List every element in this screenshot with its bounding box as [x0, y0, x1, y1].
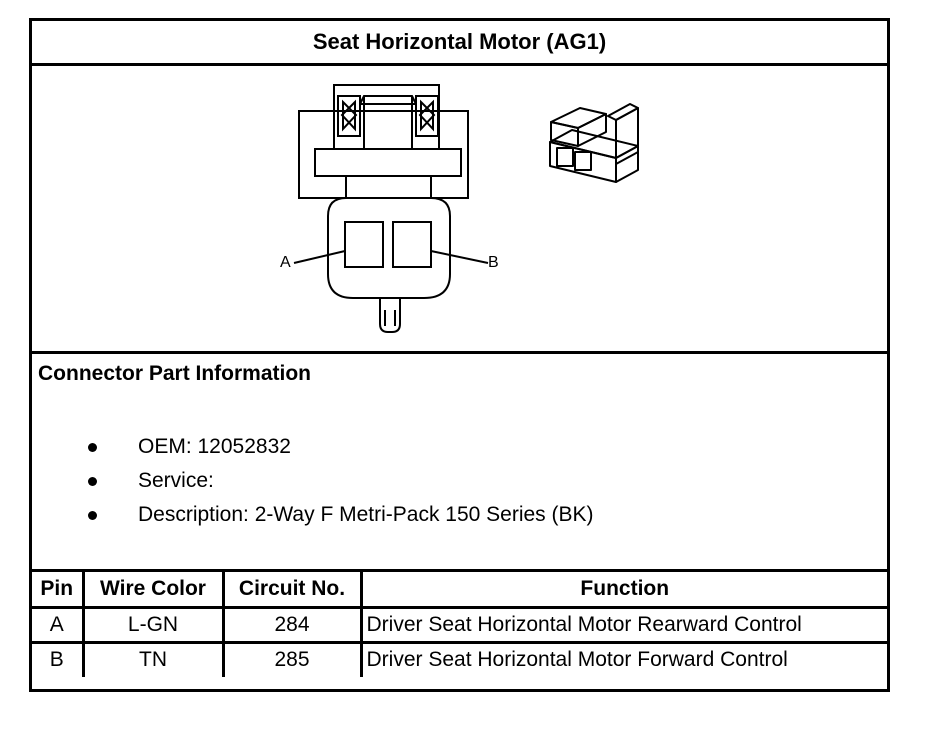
pin-label-a: A [280, 254, 291, 271]
column-header-circuit: Circuit No. [221, 572, 363, 609]
function-cell: Driver Seat Horizontal Motor Rearward Co… [359, 605, 887, 644]
service-part-number: Service: [138, 469, 214, 492]
table-row: B TN 285 Driver Seat Horizontal Motor Fo… [32, 640, 887, 677]
table-row: A L-GN 284 Driver Seat Horizontal Motor … [32, 605, 887, 644]
pin-cell: A [32, 605, 85, 644]
oem-part-number: OEM: 12052832 [138, 435, 291, 458]
wire-color-cell: L-GN [81, 605, 225, 644]
bullet-icon [88, 511, 97, 520]
connector-sheet: Seat Horizontal Motor (AG1) [29, 18, 890, 692]
wire-color-cell: TN [81, 640, 225, 677]
list-item: Description: 2-Way F Metri-Pack 150 Seri… [88, 498, 594, 532]
info-heading: Connector Part Information [38, 362, 312, 385]
bullet-icon [88, 477, 97, 486]
table-header-row: Pin Wire Color Circuit No. Function [32, 572, 887, 609]
connector-isometric-icon [549, 103, 639, 183]
pin-table: Pin Wire Color Circuit No. Function A L-… [32, 572, 887, 677]
info-list: OEM: 12052832 Service: Description: 2-Wa… [88, 430, 594, 532]
column-header-wire-color: Wire Color [81, 572, 225, 609]
connector-diagram: A B [32, 66, 887, 354]
connector-description: Description: 2-Way F Metri-Pack 150 Seri… [138, 503, 594, 526]
column-header-pin: Pin [32, 572, 85, 609]
circuit-cell: 285 [221, 640, 363, 677]
function-cell: Driver Seat Horizontal Motor Forward Con… [359, 640, 887, 677]
connector-face-view-icon [293, 84, 639, 333]
bullet-icon [88, 443, 97, 452]
pin-cell: B [32, 640, 85, 677]
circuit-cell: 284 [221, 605, 363, 644]
pin-label-b: B [488, 254, 499, 271]
page-title: Seat Horizontal Motor (AG1) [32, 21, 887, 66]
list-item: OEM: 12052832 [88, 430, 594, 464]
column-header-function: Function [359, 572, 887, 609]
list-item: Service: [88, 464, 594, 498]
connector-part-information: Connector Part Information OEM: 12052832… [32, 354, 887, 572]
